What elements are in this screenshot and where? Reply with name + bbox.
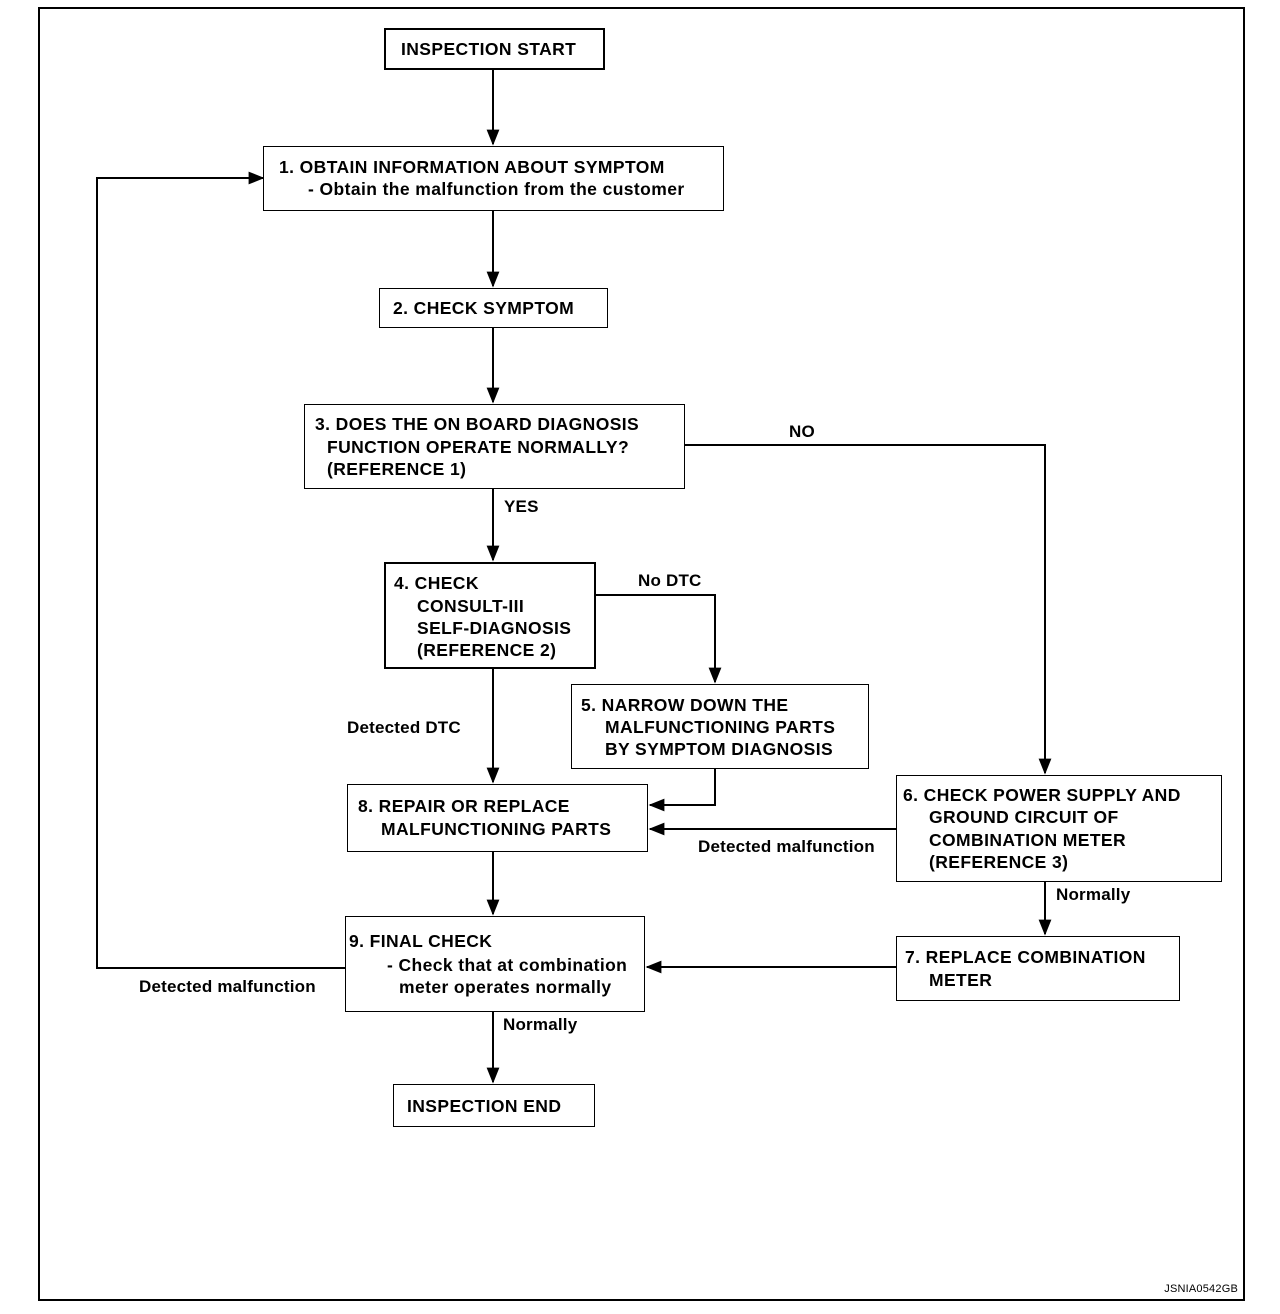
step-4-box: 4. CHECK CONSULT-III SELF-DIAGNOSIS (REF… [384,562,596,669]
step-5-line-3: BY SYMPTOM DIAGNOSIS [605,739,834,759]
step-5-box: 5. NARROW DOWN THE MALFUNCTIONING PARTS … [571,684,869,769]
step-6-box: 6. CHECK POWER SUPPLY AND GROUND CIRCUIT… [896,775,1222,882]
step-1-subtitle: - Obtain the malfunction from the custom… [308,179,685,199]
label-detected-malfunction-step9: Detected malfunction [139,977,316,996]
step-5-line-2: MALFUNCTIONING PARTS [605,717,836,737]
step-9-line-1: 9. FINAL CHECK [349,931,493,951]
step-8-box: 8. REPAIR OR REPLACE MALFUNCTIONING PART… [347,784,648,852]
arrow-9-to-1 [96,171,345,969]
inspection-end-box: INSPECTION END [393,1084,595,1127]
step-3-box: 3. DOES THE ON BOARD DIAGNOSIS FUNCTION … [304,404,685,489]
label-yes: YES [504,497,539,516]
step-9-line-2: - Check that at combination [387,955,628,975]
step-7-box: 7. REPLACE COMBINATION METER [896,936,1180,1001]
step-4-line-3: SELF-DIAGNOSIS [417,618,572,638]
label-no-dtc: No DTC [638,571,702,590]
step-6-line-4: (REFERENCE 3) [929,852,1069,872]
inspection-end-label: INSPECTION END [407,1096,562,1116]
step-2-box: 2. CHECK SYMPTOM [379,288,608,328]
label-detected-dtc: Detected DTC [347,718,461,737]
step-7-line-1: 7. REPLACE COMBINATION [905,947,1146,967]
figure-code: JSNIA0542GB [1164,1283,1238,1295]
label-normally-step9: Normally [503,1015,578,1034]
step-4-line-1: 4. CHECK [394,573,479,593]
label-detected-malfunction-step6: Detected malfunction [698,837,875,856]
step-1-title: 1. OBTAIN INFORMATION ABOUT SYMPTOM [279,157,665,177]
step-2-title: 2. CHECK SYMPTOM [393,298,575,318]
step-6-line-1: 6. CHECK POWER SUPPLY AND [903,785,1181,805]
step-3-line-2: FUNCTION OPERATE NORMALLY? [327,437,630,457]
step-1-box: 1. OBTAIN INFORMATION ABOUT SYMPTOM - Ob… [263,146,724,211]
arrow-3-to-6 [684,444,1052,775]
step-6-line-2: GROUND CIRCUIT OF [929,807,1119,827]
label-normally-step6: Normally [1056,885,1131,904]
step-8-line-1: 8. REPAIR OR REPLACE [358,796,570,816]
step-5-line-1: 5. NARROW DOWN THE [581,695,789,715]
label-no: NO [789,422,815,441]
diagram-frame [38,7,1245,1301]
step-6-line-3: COMBINATION METER [929,830,1127,850]
step-7-line-2: METER [929,970,993,990]
step-3-line-3: (REFERENCE 1) [327,459,467,479]
arrow-4-to-5 [595,594,722,684]
step-3-line-1: 3. DOES THE ON BOARD DIAGNOSIS [315,414,640,434]
step-4-line-2: CONSULT-III [417,596,525,616]
step-4-line-4: (REFERENCE 2) [417,640,557,660]
inspection-start-box: INSPECTION START [384,28,605,70]
step-9-box: 9. FINAL CHECK - Check that at combinati… [345,916,645,1012]
arrow-5-to-8 [648,768,716,812]
step-8-line-2: MALFUNCTIONING PARTS [381,819,612,839]
inspection-start-label: INSPECTION START [401,39,577,59]
step-9-line-3: meter operates normally [399,977,612,997]
